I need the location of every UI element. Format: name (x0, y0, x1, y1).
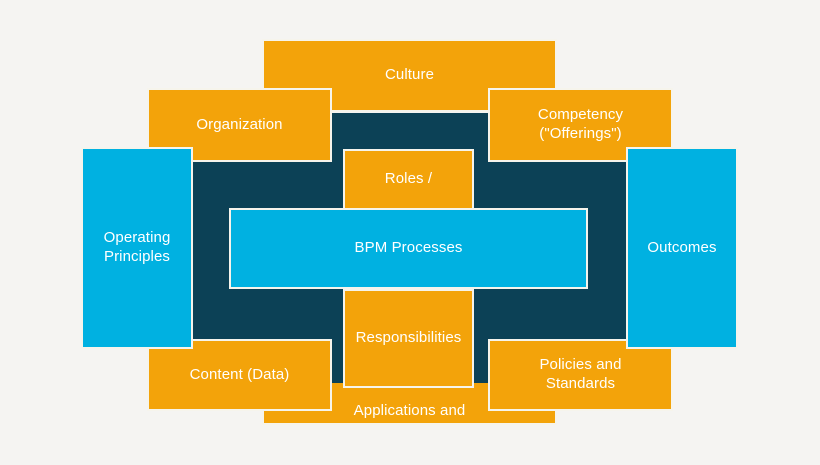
roles-box: Roles / (343, 149, 474, 210)
organization-label: Organization (196, 115, 283, 133)
competency-offerings-label: Competency ("Offerings") (537, 106, 624, 142)
operating-principles-box: Operating Principles (81, 147, 193, 349)
roles-label: Roles / (384, 170, 433, 188)
responsibilities-box: Responsibilities (343, 289, 474, 388)
outcomes-box: Outcomes (626, 147, 738, 349)
bpm-processes-label: BPM Processes (354, 239, 463, 257)
content-data-label: Content (Data) (189, 365, 290, 383)
responsibilities-label: Responsibilities (355, 329, 462, 347)
operating-principles-label: Operating Principles (103, 229, 171, 265)
policies-standards-box: Policies and Standards (488, 339, 673, 411)
culture-label: Culture (384, 66, 435, 84)
policies-standards-label: Policies and Standards (539, 356, 622, 392)
applications-label: Applications and (353, 402, 466, 420)
outcomes-label: Outcomes (647, 238, 717, 256)
content-data-box: Content (Data) (147, 339, 332, 411)
bpm-processes-box: BPM Processes (229, 208, 588, 289)
